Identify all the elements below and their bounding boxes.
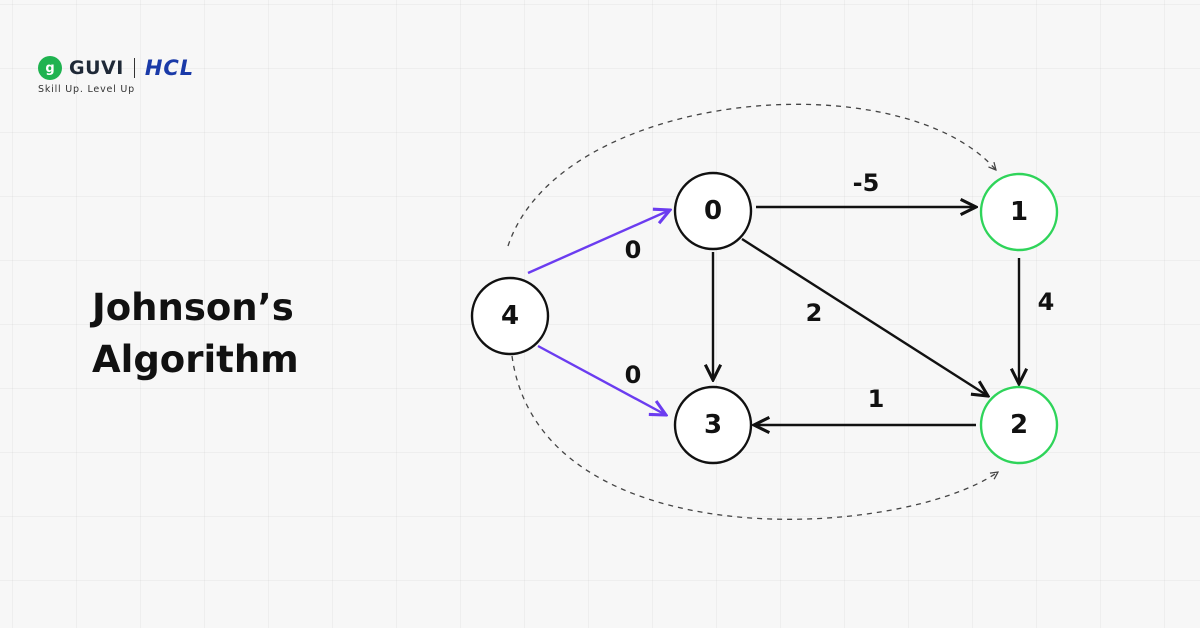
brand-logo: g GUVI HCL Skill Up. Level Up [38, 54, 194, 95]
brand-row: g GUVI HCL [38, 54, 194, 82]
graph-node-0: 0 [673, 171, 753, 251]
node-label-1: 1 [1010, 197, 1028, 227]
weight-label-0-1: -5 [853, 169, 880, 197]
node-label-4: 4 [501, 301, 519, 331]
page-title: Johnson’s Algorithm [92, 286, 299, 381]
edge-4-3 [537, 344, 666, 415]
graph-node-4: 4 [470, 276, 550, 356]
node-label-0: 0 [704, 196, 722, 226]
edge-4-0 [527, 210, 670, 275]
graph-node-1: 1 [979, 172, 1059, 252]
weight-label-1-2: 4 [1038, 288, 1055, 316]
node-label-3: 3 [704, 410, 722, 440]
weight-label-4-3: 0 [625, 361, 642, 389]
edge-4-2-dashed [511, 355, 998, 520]
weight-label-4-0: 0 [625, 236, 642, 264]
guvi-wordmark: GUVI [69, 57, 124, 79]
weight-label-2-3: 1 [868, 385, 885, 413]
edge-4-1-dashed [507, 103, 996, 247]
hcl-wordmark: HCL [144, 56, 195, 80]
guvi-logo-icon: g [38, 56, 62, 80]
graph-node-2: 2 [979, 385, 1059, 465]
brand-divider [133, 58, 135, 78]
edge-0-2 [741, 237, 988, 396]
weight-label-0-2: 2 [806, 299, 823, 327]
graph-node-3: 3 [673, 385, 753, 465]
brand-tagline: Skill Up. Level Up [38, 84, 135, 95]
node-label-2: 2 [1010, 410, 1028, 440]
